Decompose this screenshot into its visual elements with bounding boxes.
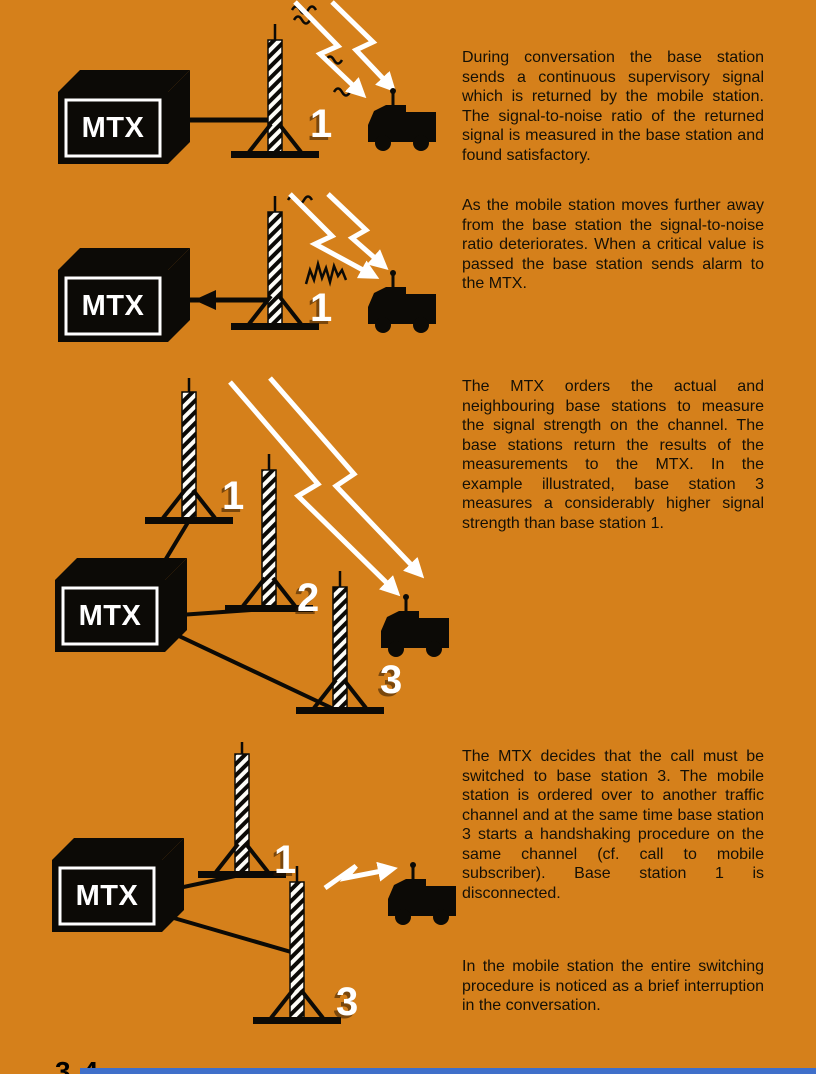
mobile-station-truck-icon xyxy=(368,88,436,151)
mtx-box-label: MTX xyxy=(81,111,145,144)
alarm-arrowhead-icon xyxy=(194,290,216,310)
station-number-label: 3 xyxy=(380,658,403,702)
mobile-station-truck-icon xyxy=(368,270,436,333)
noise-scribble-icon xyxy=(304,259,348,287)
base-station-tower-1-icon xyxy=(145,378,233,524)
caption-supervisory-signal: During conversation the base station sen… xyxy=(462,49,764,164)
base-station-tower-icon xyxy=(231,196,319,330)
station-number-label: 1 xyxy=(310,102,333,146)
illustration-handover xyxy=(52,742,456,1024)
mtx-box-icon xyxy=(58,70,190,164)
base-station-tower-3-icon xyxy=(253,866,341,1024)
radio-signal-bolts xyxy=(323,861,398,891)
mtx-box-label: MTX xyxy=(81,289,145,322)
mtx-box-icon xyxy=(58,248,190,342)
interference-squiggle-icon xyxy=(324,55,344,65)
mobile-station-truck-icon xyxy=(381,594,449,657)
mtx-box-icon xyxy=(52,838,184,932)
interference-squiggle-icon xyxy=(332,87,352,97)
mtx-box-label: MTX xyxy=(75,879,139,912)
caption-signal-measurement: The MTX orders the actual and neighbouri… xyxy=(462,378,764,532)
caption-brief-interruption: In the mobile station the entire switchi… xyxy=(462,958,764,1014)
base-station-tower-1-icon xyxy=(198,742,286,878)
illustration-supervisory-signal xyxy=(58,0,436,164)
radio-signal-bolts xyxy=(293,0,397,99)
mtx-box-label: MTX xyxy=(78,599,142,632)
station-number-label: 1 xyxy=(222,474,245,518)
caption-handover: The MTX decides that the call must be sw… xyxy=(462,748,764,902)
footer-rule xyxy=(80,1068,816,1074)
station-number-label: 2 xyxy=(297,576,320,620)
caption-alarm-to-mtx: As the mobile station moves further away… xyxy=(462,197,764,292)
base-station-tower-2-icon xyxy=(225,454,313,612)
station-number-label: 1 xyxy=(274,838,297,882)
illustration-alarm-to-mtx xyxy=(58,192,436,342)
station-number-label: 3 xyxy=(336,980,359,1024)
illustration-signal-measurement xyxy=(55,376,449,714)
base-station-tower-icon xyxy=(231,24,319,158)
base-station-tower-3-icon xyxy=(296,571,384,714)
station-number-label: 1 xyxy=(310,286,333,330)
mobile-station-truck-icon xyxy=(388,862,456,925)
radio-signal-bolts xyxy=(228,376,425,597)
radio-signal-bolts xyxy=(288,192,389,279)
mtx-box-icon xyxy=(55,558,187,652)
